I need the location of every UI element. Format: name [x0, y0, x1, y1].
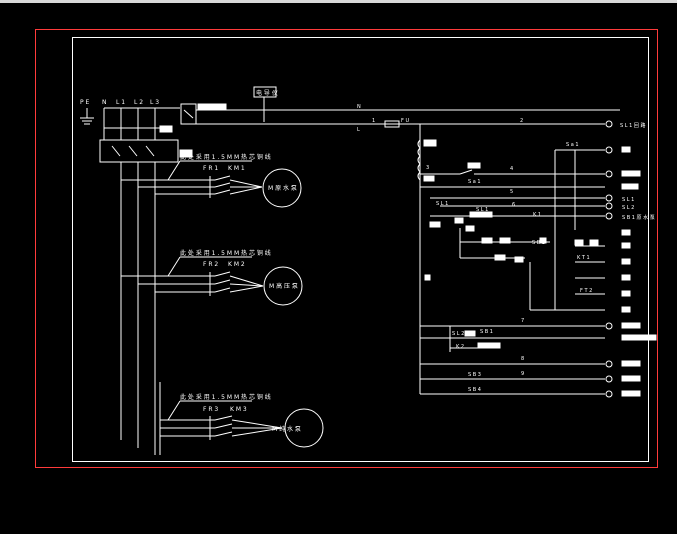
motor-3-symbol [284, 408, 324, 448]
transformer-coil [417, 139, 421, 181]
motor-1-contactor: K M 1 [228, 165, 245, 172]
wire-number-8: 8 [521, 356, 524, 362]
window-top-bar [0, 0, 677, 3]
terminal-l3: L 3 [150, 99, 159, 106]
neutral-label: N [357, 104, 361, 110]
power-bus: P E N L 1 L 2 L 3 [80, 99, 193, 455]
rung-label-3: S L 1 [436, 201, 448, 207]
sheet-border [35, 29, 658, 468]
bus-label-box [179, 149, 193, 158]
motor-circuit-1: 此 处 采 用 1 . 5 M M 热 芯 铜 线 F R 1 K M 1 M … [121, 153, 302, 208]
wire-number-6: 6 [512, 202, 515, 208]
control-header: 电 导 仪 N L 1 F U 2 S L 1 回 路 [180, 86, 646, 133]
rung-label-11: S B 3 [468, 372, 481, 378]
ladder-diagram: S a 1 S a 1 S L 1 S L 1 K 1 S B 1 K T 1 … [417, 124, 657, 398]
rung-label-7: K T 1 [577, 255, 590, 261]
terminal-n: N [102, 99, 107, 106]
motor-circuit-2: 此 处 采 用 1 . 5 M M 热 芯 铜 线 F R 2 K M 2 M … [121, 249, 303, 306]
terminal-l1: L 1 [116, 99, 125, 106]
side-tag-2: S L 2 [622, 205, 634, 211]
rung-label-8: F T 2 [580, 288, 592, 294]
output-1-tag: S L 1 回 路 [620, 122, 646, 129]
wire-number-9: 9 [521, 371, 524, 377]
motor-circuit-3: 此 处 采 用 1 . 5 M M 热 芯 铜 线 F R 3 K M 3 M … [159, 382, 324, 455]
side-tag-1: S L 1 [622, 197, 634, 203]
rung-label-9: S L 2 [452, 331, 464, 337]
main-breaker [99, 139, 179, 163]
motor-3-cable-note: 此 处 采 用 1 . 5 M M 热 芯 铜 线 [180, 393, 271, 401]
motor-2-contactor: K M 2 [228, 261, 245, 268]
motor-3-contactor: K M 3 [230, 406, 247, 413]
fuse [384, 120, 400, 128]
terminal-pe: P E [80, 99, 90, 106]
rung-label-13: K 2 [456, 344, 464, 350]
motor-3-name: M 纯 水 泵 [272, 425, 301, 433]
motor-3-breaker: F R 3 [203, 406, 218, 413]
motor-1-name: M 原 水 泵 [268, 184, 297, 192]
breaker-box [180, 103, 197, 125]
wire-2-label: 2 [520, 118, 523, 124]
motor-1-cable-note: 此 处 采 用 1 . 5 M M 热 芯 铜 线 [180, 153, 271, 161]
wire-number-3: 3 [426, 165, 429, 171]
wire-number-4: 4 [510, 166, 513, 172]
motor-1-breaker: F R 1 [203, 165, 218, 172]
terminal-l2: L 2 [134, 99, 143, 106]
fuse-label: F U [401, 118, 409, 124]
wire-number-5: 5 [510, 189, 513, 195]
drawing-frame [72, 37, 649, 462]
side-tag-3: S B 1 原 水 泵 [622, 214, 655, 221]
rung-label-12: S B 4 [468, 387, 481, 393]
rung-label-6: S B 1 [532, 240, 545, 246]
meter-box-label: 电 导 仪 [256, 89, 278, 97]
motor-1-symbol [262, 168, 302, 208]
bus-tag-box [159, 125, 173, 133]
rung-label-5: K 1 [533, 212, 541, 218]
rung-label-2: S a 1 [468, 179, 481, 185]
line-label: L [357, 127, 360, 133]
motor-2-breaker: F R 2 [203, 261, 218, 268]
meter-box [253, 86, 277, 98]
rung-label-10: S B 1 [480, 329, 493, 335]
motor-2-symbol [263, 266, 303, 306]
wire-number-7: 7 [521, 318, 524, 324]
rung-label-1: S a 1 [566, 142, 579, 148]
motor-2-cable-note: 此 处 采 用 1 . 5 M M 热 芯 铜 线 [180, 249, 271, 257]
wire-1-label: 1 [372, 118, 375, 124]
rung-label-4: S L 1 [476, 207, 488, 213]
motor-2-name: M 高 压 泵 [269, 282, 298, 290]
